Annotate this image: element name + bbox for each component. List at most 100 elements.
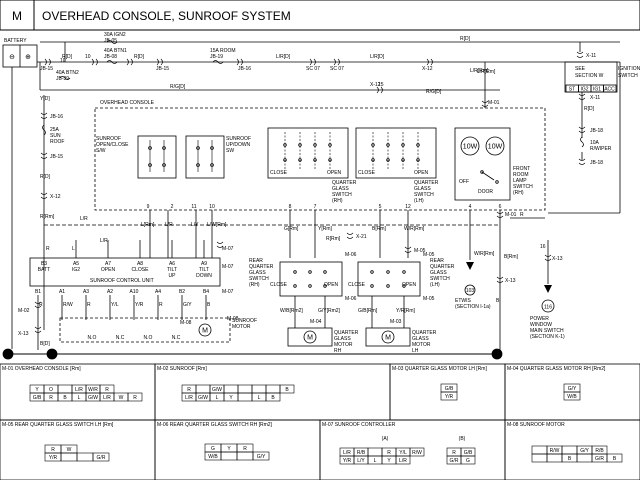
qg-motor-lh-icon	[381, 330, 395, 344]
pin-wire: W/R	[88, 387, 98, 393]
motor-label: QUARTER	[412, 330, 437, 336]
x13-label: X-13	[505, 278, 516, 284]
conn-x12	[426, 58, 433, 66]
pin-number: 9	[147, 204, 150, 210]
sc07-label: SC 07	[330, 66, 344, 72]
wire-label: R[D]	[584, 106, 595, 112]
m07-label: M-07	[222, 289, 234, 295]
contact-dot	[371, 143, 375, 147]
battery-minus-icon: ⊖	[9, 54, 15, 61]
m01-label: M-01	[488, 100, 500, 106]
switch-label: S/W	[96, 148, 106, 154]
open-label: OPEN	[402, 282, 417, 288]
cu-pin: A5	[73, 261, 79, 267]
pin-wire: Y/R	[343, 458, 352, 464]
switch-label: OPEN/CLOSE	[96, 142, 129, 148]
off-label: OFF	[459, 179, 469, 185]
switch-label: REAR	[430, 258, 444, 264]
pin-wire: G/Y	[568, 386, 577, 392]
contact-dot	[386, 143, 390, 147]
cu-pin-name: IG2	[72, 267, 80, 273]
conn-c	[236, 58, 243, 66]
conn-sc07a	[309, 58, 316, 66]
pin-wire: G/R	[595, 456, 604, 462]
pin-wire: W	[67, 447, 72, 453]
connector-title: M-02 SUNROOF [Rm]	[157, 366, 207, 372]
lamp-icon	[460, 136, 480, 156]
pin-wire: G/W	[198, 395, 208, 401]
pin-cell	[440, 391, 458, 401]
m06-label: M-06	[345, 252, 357, 258]
x13-label: X-13	[18, 331, 29, 337]
pin-wire: W	[119, 395, 124, 401]
open-label: OPEN	[414, 170, 429, 176]
pin-cell	[57, 384, 73, 394]
contact-dot	[402, 270, 406, 274]
contact-dot	[328, 143, 332, 147]
m06-label: M-06	[345, 296, 357, 302]
pw-num: 116	[544, 305, 552, 311]
m07-label: M-07	[222, 246, 234, 252]
sunroof-motor-box	[59, 317, 231, 343]
sc07-label: SC 07	[306, 66, 320, 72]
lamp-label: ROOM	[513, 172, 529, 178]
wire-label: R[D]	[134, 54, 145, 60]
pin-cell	[220, 451, 238, 461]
pin-cell	[237, 392, 253, 402]
contact-dot	[293, 270, 297, 274]
wire-label: R[D]	[40, 174, 51, 180]
contact-dot	[148, 163, 152, 167]
pw-label: WINDOW	[530, 322, 552, 328]
wire-label: R[D]	[62, 54, 73, 60]
lamp-watt: 10W	[488, 144, 503, 151]
cu-pin: A9	[201, 261, 207, 267]
motor-label: MOTOR	[232, 324, 251, 330]
jb15-label: JB-15	[50, 154, 63, 160]
fuse-label: JB-39	[56, 76, 69, 82]
motor-label: MOTOR	[334, 342, 353, 348]
pin-label: 10	[85, 54, 91, 60]
pin-cell	[60, 452, 78, 462]
x21-label: X-21	[356, 234, 367, 240]
pin-wire: L	[374, 458, 377, 464]
pin-wire: L	[216, 395, 219, 401]
lamp-label: SWITCH	[513, 184, 533, 190]
conn-x11b	[578, 93, 586, 100]
connector-title: M-08 SUNROOF MOTOR	[507, 422, 565, 428]
contact-dot	[402, 284, 406, 288]
wire-label: L/R	[80, 216, 88, 222]
ground-label: 10	[49, 352, 56, 358]
ign-section-label: SECTION W	[575, 73, 604, 79]
contact-dot	[298, 143, 302, 147]
contact-dot	[196, 163, 200, 167]
switch-label: SWITCH	[249, 276, 269, 282]
conn-x21	[346, 232, 354, 239]
overhead-console-label: OVERHEAD CONSOLE	[100, 100, 155, 106]
pin-wire: G/W	[88, 395, 98, 401]
contact-dot	[386, 270, 390, 274]
cu-bot-pin: A2	[107, 289, 113, 295]
wire-label: L/W[Rm]	[207, 222, 227, 228]
motor-label: MOTOR	[412, 342, 431, 348]
switch-label: QUARTER	[332, 180, 357, 186]
switch-label: (LH)	[430, 282, 440, 288]
switch-label: QUARTER	[414, 180, 439, 186]
front-lamp-box	[454, 127, 511, 201]
ign-section-label: SEE	[575, 66, 586, 72]
contact-dot	[210, 146, 214, 150]
pw-label: (SECTION K-1)	[530, 334, 565, 340]
motor-label: QUARTER	[334, 330, 359, 336]
wire-label: R[D]	[460, 36, 471, 42]
pin-wire: W/B	[567, 394, 577, 400]
qg-switch-lh	[355, 127, 437, 179]
x13-label: X-13	[552, 256, 563, 262]
conn-m01b	[496, 211, 504, 218]
etwis-num: 103	[466, 288, 475, 294]
connector-cell-m-08	[504, 419, 640, 480]
contact-dot	[283, 158, 287, 162]
conn-m02	[34, 301, 42, 308]
motor-pin: N.C	[172, 335, 181, 341]
wire-label: Y[D]	[40, 96, 50, 102]
